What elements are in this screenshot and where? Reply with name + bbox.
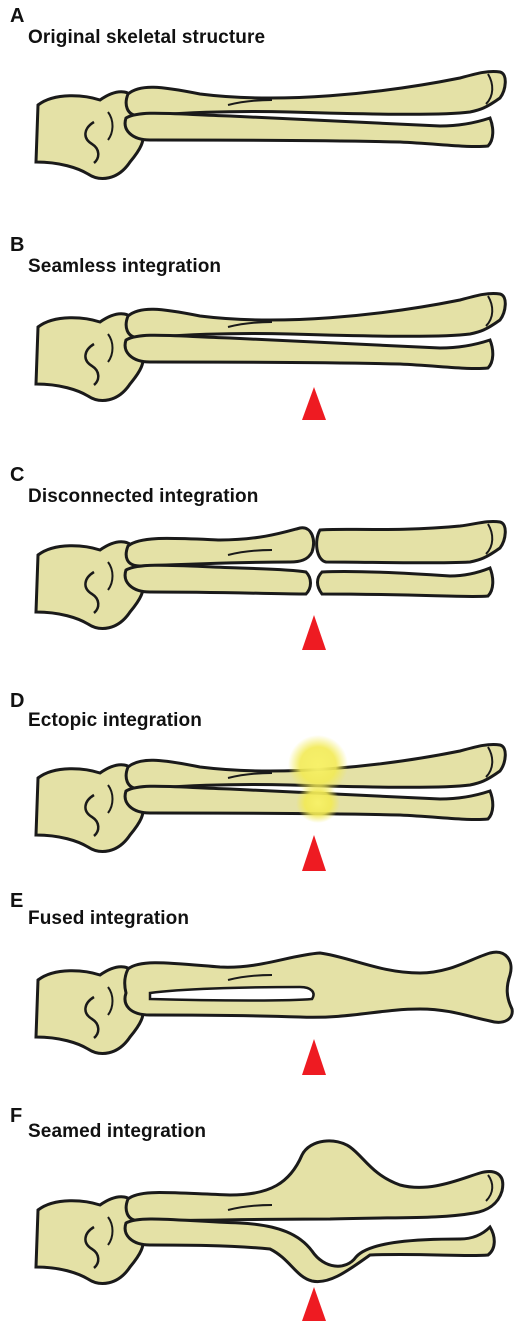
ectopic-bone-growth-lower [296, 783, 340, 823]
panel-a: A Original skeletal structure [0, 0, 525, 210]
panel-e: E Fused integration [0, 890, 525, 1105]
panel-letter: F [10, 1105, 22, 1128]
radius-bone-thickened [126, 1141, 503, 1221]
ulna-bone-thickened [125, 1219, 494, 1282]
forearm-bones-seamless [0, 272, 525, 437]
panel-letter: C [10, 464, 24, 487]
panel-f: F Seamed integration [0, 1105, 525, 1330]
red-arrowhead-marker [302, 387, 326, 420]
panel-letter: A [10, 5, 24, 28]
panel-c: C Disconnected integration [0, 440, 525, 675]
panel-letter: D [10, 690, 24, 713]
ulna-bone-proximal [125, 565, 310, 594]
forearm-bones-disconnected [0, 500, 525, 665]
panel-letter: E [10, 890, 23, 913]
radius-bone-distal [317, 521, 506, 562]
red-arrowhead-marker [302, 615, 326, 650]
forearm-bones-seamed [0, 1135, 525, 1325]
panel-b: B Seamless integration [0, 210, 525, 440]
ulna-bone [125, 113, 493, 146]
radius-bone [126, 293, 505, 338]
panel-letter: B [10, 234, 24, 257]
panel-d: D Ectopic integration [0, 675, 525, 890]
red-arrowhead-marker [302, 1287, 326, 1321]
forearm-bones-fused [0, 925, 525, 1095]
radius-bone-proximal [126, 528, 313, 566]
panel-title: Original skeletal structure [28, 27, 265, 49]
fused-radius-ulna-bone [125, 952, 513, 1022]
radius-bone [126, 71, 505, 116]
red-arrowhead-marker [302, 1039, 326, 1075]
forearm-bones-ectopic [0, 723, 525, 888]
red-arrowhead-marker [302, 835, 326, 871]
forearm-bones-original [0, 50, 525, 200]
ulna-bone-distal [318, 568, 493, 597]
ulna-bone [125, 335, 493, 368]
